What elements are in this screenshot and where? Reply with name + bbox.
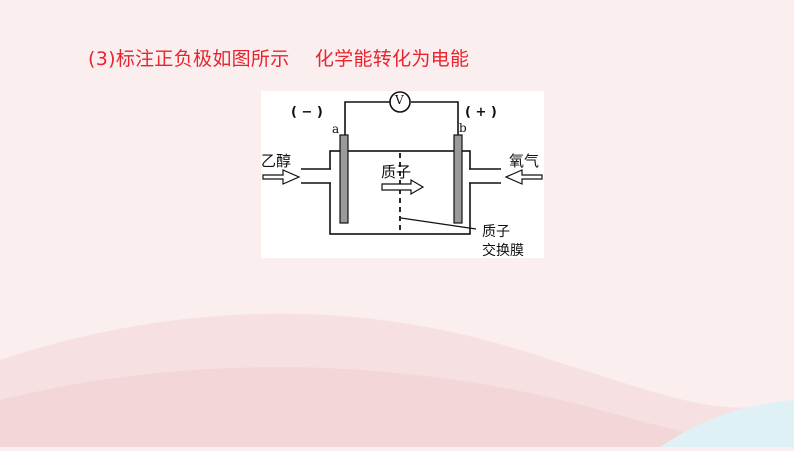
ethanol-label: 乙醇 — [261, 152, 292, 170]
voltmeter-label: V — [395, 93, 404, 107]
oxygen-label: 氧气 — [509, 152, 540, 170]
membrane-pointer — [400, 217, 477, 230]
proton-arrow-icon — [381, 178, 425, 196]
electrode-b-label: b — [459, 121, 467, 135]
ethanol-arrow-icon — [262, 169, 301, 185]
page-title: (3)标注正负极如图所示 化学能转化为电能 — [88, 48, 470, 70]
voltmeter-icon — [389, 91, 411, 113]
fuel-cell-diagram: V ( − ) ( + ) a b 乙醇 氧气 质子 质子 交换膜 — [261, 91, 544, 259]
wire-left — [344, 101, 390, 135]
oxygen-arrow-icon — [504, 169, 543, 185]
wire-right — [411, 101, 459, 135]
membrane-label-line2: 交换膜 — [482, 243, 524, 259]
membrane-label-line1: 质子 — [482, 224, 510, 240]
electrode-b — [453, 134, 463, 224]
cell-container — [329, 150, 471, 235]
proton-label: 质子 — [381, 163, 412, 181]
fuel-cell-drawing — [262, 91, 543, 235]
positive-sign: ( + ) — [465, 105, 497, 120]
electrode-a — [339, 134, 349, 224]
negative-sign: ( − ) — [291, 105, 323, 120]
electrode-a-label: a — [332, 122, 340, 136]
